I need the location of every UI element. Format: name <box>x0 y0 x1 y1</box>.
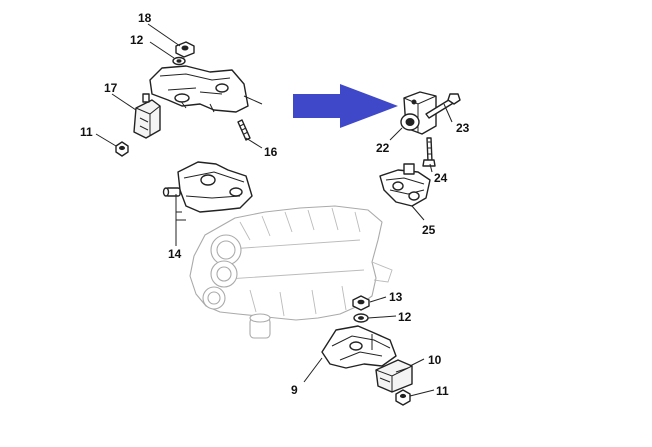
label-13: 13 <box>389 290 403 304</box>
part-labels: 18 12 17 11 16 14 23 22 24 25 13 12 10 9… <box>80 11 470 398</box>
label-22: 22 <box>376 141 390 155</box>
part-11-nut-upper <box>115 141 129 157</box>
label-18: 18 <box>138 11 152 25</box>
label-25: 25 <box>422 223 436 237</box>
part-12-washer-lower <box>353 313 369 323</box>
label-14: 14 <box>168 247 182 261</box>
part-25-bracket <box>379 163 431 207</box>
part-9-bracket <box>321 325 397 369</box>
part-16-bolt <box>237 119 251 141</box>
label-16: 16 <box>264 145 278 159</box>
leader-lines <box>95 23 453 397</box>
label-11-upper: 11 <box>80 125 93 139</box>
part-10-mount <box>375 359 413 393</box>
label-10: 10 <box>428 353 442 367</box>
label-12-upper: 12 <box>130 33 144 47</box>
label-11-lower: 11 <box>436 384 449 398</box>
label-23: 23 <box>456 121 470 135</box>
label-17: 17 <box>104 81 118 95</box>
label-9: 9 <box>291 383 298 397</box>
part-18-nut <box>175 41 195 58</box>
part-12-washer-upper <box>172 56 186 66</box>
callout-arrow <box>293 84 398 128</box>
part-11-nut-lower <box>395 389 411 406</box>
engine-block <box>189 205 393 339</box>
part-24-bolt <box>422 137 436 167</box>
part-23-bolt <box>425 93 461 119</box>
part-13-nut <box>352 295 370 311</box>
label-24: 24 <box>434 171 448 185</box>
part-14-bracket <box>162 161 253 213</box>
part-22-bushing-bracket <box>400 91 437 135</box>
upper-left-mount-bracket <box>149 65 263 113</box>
label-12-lower: 12 <box>398 310 412 324</box>
part-17-mount <box>133 93 161 139</box>
